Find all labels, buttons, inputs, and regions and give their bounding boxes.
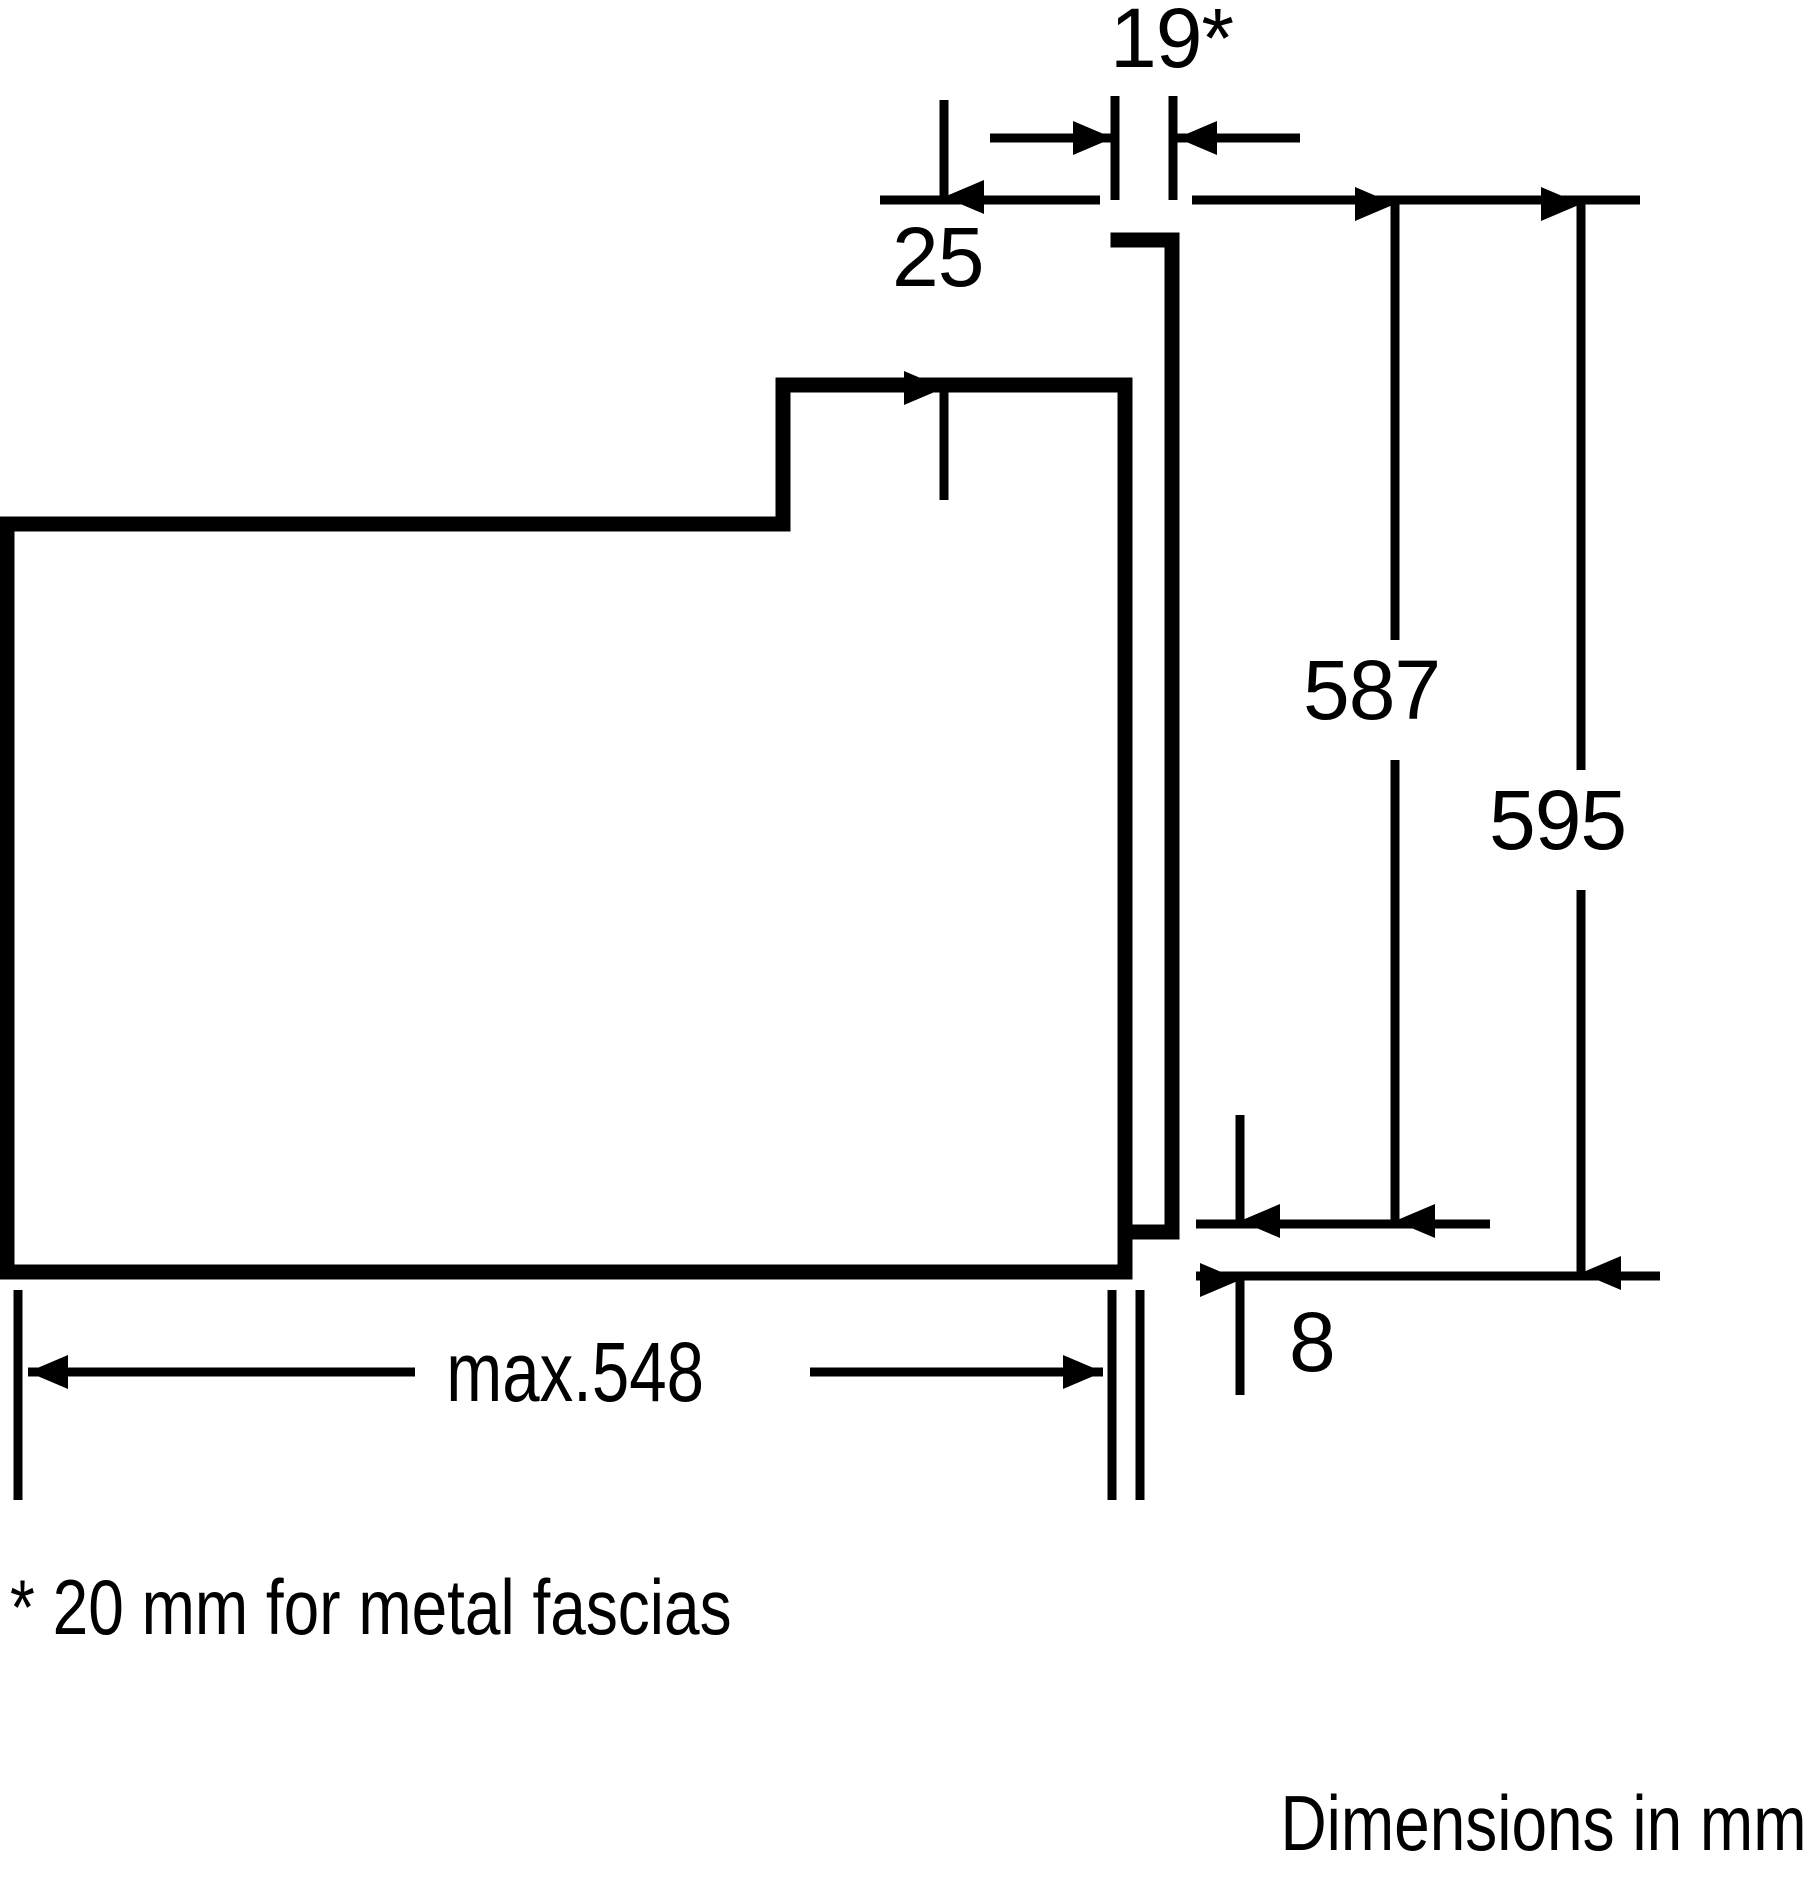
oven-body-outline: [0, 377, 1133, 1280]
dimension-label-8: 8: [1289, 1295, 1336, 1389]
dimension-label-595: 595: [1489, 773, 1627, 867]
dimension-label-587: 587: [1303, 643, 1441, 737]
footnote-metal-fascias: * 20 mm for metal fascias: [10, 1563, 732, 1651]
extension-lines: [13, 96, 1660, 1500]
dimension-label-25: 25: [892, 210, 984, 304]
dimension-label-19: 19*: [1110, 0, 1234, 85]
units-note: Dimensions in mm: [1279, 1779, 1806, 1867]
dimension-label-548: max.548: [446, 1325, 704, 1419]
fascia-panel-outline: [1110, 232, 1180, 1280]
